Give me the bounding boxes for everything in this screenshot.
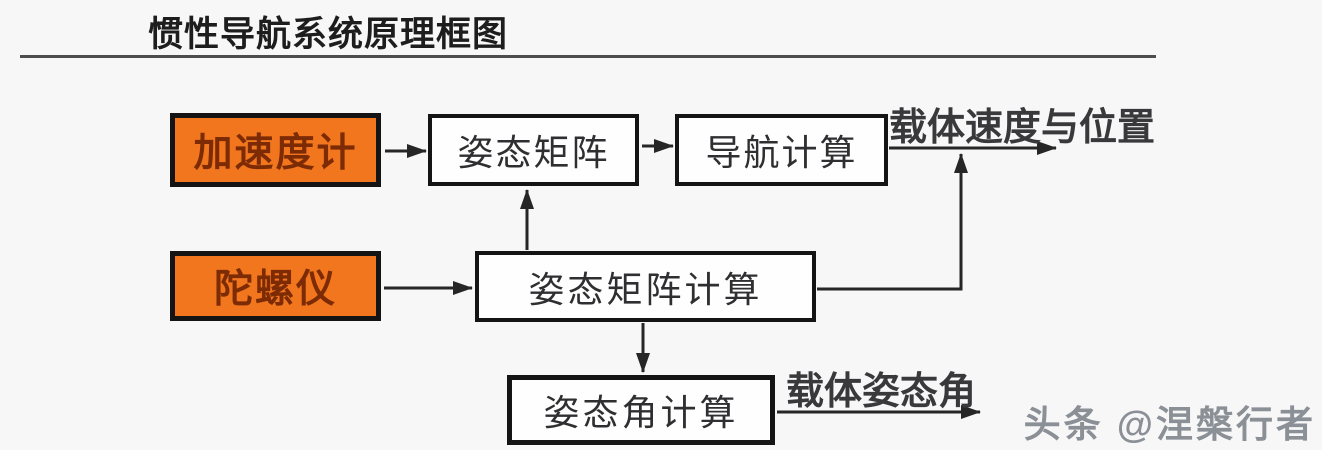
node-gyroscope: 陀螺仪 (170, 251, 381, 321)
arrow-attitude-matrix-calc-feedback-to-output-line (817, 153, 968, 291)
node-attitude-matrix-label: 姿态矩阵 (457, 133, 610, 173)
output-velocity-position-label: 载体速度与位置 (889, 107, 1156, 149)
watermark: 头条 @涅槃行者 (1023, 404, 1316, 445)
node-attitude-angle-calc: 姿态角计算 (507, 375, 775, 445)
node-attitude-matrix-calc: 姿态矩阵计算 (475, 251, 816, 322)
title-underline (20, 55, 1156, 58)
node-navigation-calc-label: 导航计算 (705, 133, 858, 173)
node-gyroscope-label: 陀螺仪 (213, 268, 337, 311)
diagram-title: 惯性导航系统原理框图 (148, 15, 509, 54)
output-attitude-angle-label: 载体姿态角 (786, 371, 977, 413)
node-navigation-calc: 导航计算 (675, 114, 888, 186)
node-attitude-matrix: 姿态矩阵 (428, 114, 639, 186)
node-attitude-angle-calc-label: 姿态角计算 (543, 393, 739, 433)
node-accelerometer: 加速度计 (170, 113, 381, 187)
node-accelerometer-label: 加速度计 (193, 132, 358, 175)
node-attitude-matrix-calc-label: 姿态矩阵计算 (528, 269, 763, 310)
